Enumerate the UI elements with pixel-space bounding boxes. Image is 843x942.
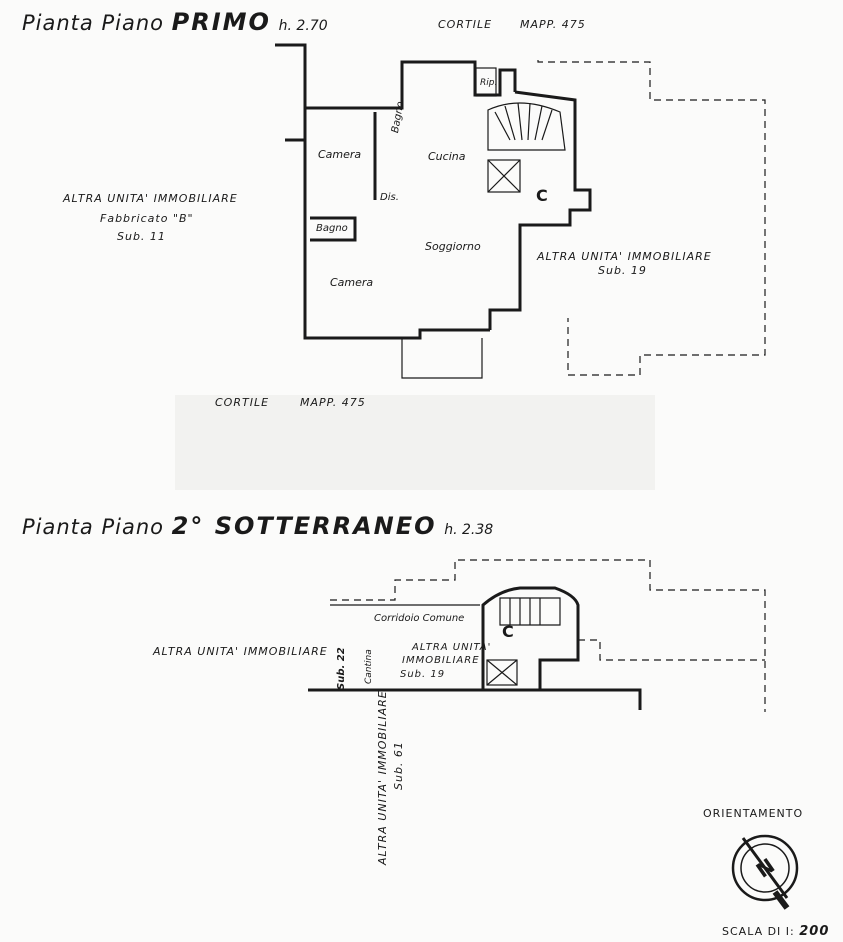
sotterraneo-sub22: Sub. 22 [336,647,347,690]
primo-cortile-bottom: CORTILE [215,396,270,409]
primo-title: Pianta Piano PRIMO h. 2.70 [22,8,328,36]
primo-title-main: PRIMO [171,8,271,36]
room-soggiorno: Soggiorno [425,240,481,253]
primo-right-unit-line1: ALTRA UNITA' IMMOBILIARE [537,250,712,263]
sotterraneo-unit-sub19-line1: ALTRA UNITA' [412,642,492,653]
sotterraneo-title-height: h. 2.38 [444,522,494,538]
primo-neighbor-outline [537,60,766,376]
room-dis: Dis. [380,192,399,203]
room-rip: Rip. [480,78,498,88]
primo-title-prefix: Pianta Piano [22,11,164,35]
primo-left-unit-line1: ALTRA UNITA' IMMOBILIARE [63,192,238,205]
primo-balcony [401,338,483,379]
room-cucina: Cucina [428,150,466,163]
room-camera-bottom: Camera [330,276,374,289]
primo-rip-room [475,67,497,97]
sotterraneo-left-unit: ALTRA UNITA' IMMOBILIARE [153,645,328,658]
primo-left-unit-line3: Sub. 11 [117,230,166,243]
sotterraneo-unit-sub19-line2: IMMOBILIARE [402,655,480,666]
sotterraneo-vertical-line2: Sub. 61 [392,741,405,790]
orientation-compass [731,834,799,910]
primo-mapp-bottom: MAPP. 475 [300,396,366,409]
primo-shaded-area [175,395,655,490]
room-c-primo: C [536,186,548,205]
primo-elevator-cross [487,159,521,193]
sotterraneo-elevator-cross [486,659,518,686]
sotterraneo-walls [308,688,642,710]
primo-left-wall [303,108,490,340]
sotterraneo-neighbor-outline-2 [578,639,765,661]
sotterraneo-title-prefix: Pianta Piano [22,515,164,539]
primo-left-unit-line2: Fabbricato "B" [100,212,194,225]
sotterraneo-core [481,586,580,690]
room-camera-top: Camera [318,148,362,161]
sotterraneo-stairs [499,597,561,626]
sotterraneo-title: Pianta Piano 2° SOTTERRANEO h. 2.38 [22,512,493,540]
sotterraneo-elevator [486,659,518,686]
primo-stairs-outline [487,102,566,151]
sotterraneo-title-main: 2° SOTTERRANEO [171,512,437,540]
primo-stairs-steps [494,102,553,141]
primo-floor-plan [175,43,766,490]
room-bagno-bottom: Bagno [316,223,348,234]
sotterraneo-cantina: Cantina [364,649,374,684]
primo-title-height: h. 2.70 [278,18,328,34]
primo-mapp-top: MAPP. 475 [520,18,586,31]
room-c-sotterraneo: C [502,622,514,641]
primo-inner-walls-2 [310,216,357,242]
sotterraneo-corridoio: Corridoio Comune [374,613,465,624]
sotterraneo-unit-sub19-line3: Sub. 19 [400,669,446,680]
primo-right-unit-line2: Sub. 19 [598,264,647,277]
primo-elevator [487,159,521,193]
primo-top-wall [275,43,517,110]
sotterraneo-floor-plan [308,559,766,712]
scale-value: 200 [799,924,830,939]
orientation-label: ORIENTAMENTO [703,807,804,820]
primo-right-wall [488,90,592,330]
scale-label: SCALA DI I: 200 [722,924,829,939]
primo-cortile-top: CORTILE [438,18,493,31]
scale-label-text: SCALA DI I: [722,925,795,938]
sotterraneo-vertical-line1: ALTRA UNITA' IMMOBILIARE [376,690,389,865]
